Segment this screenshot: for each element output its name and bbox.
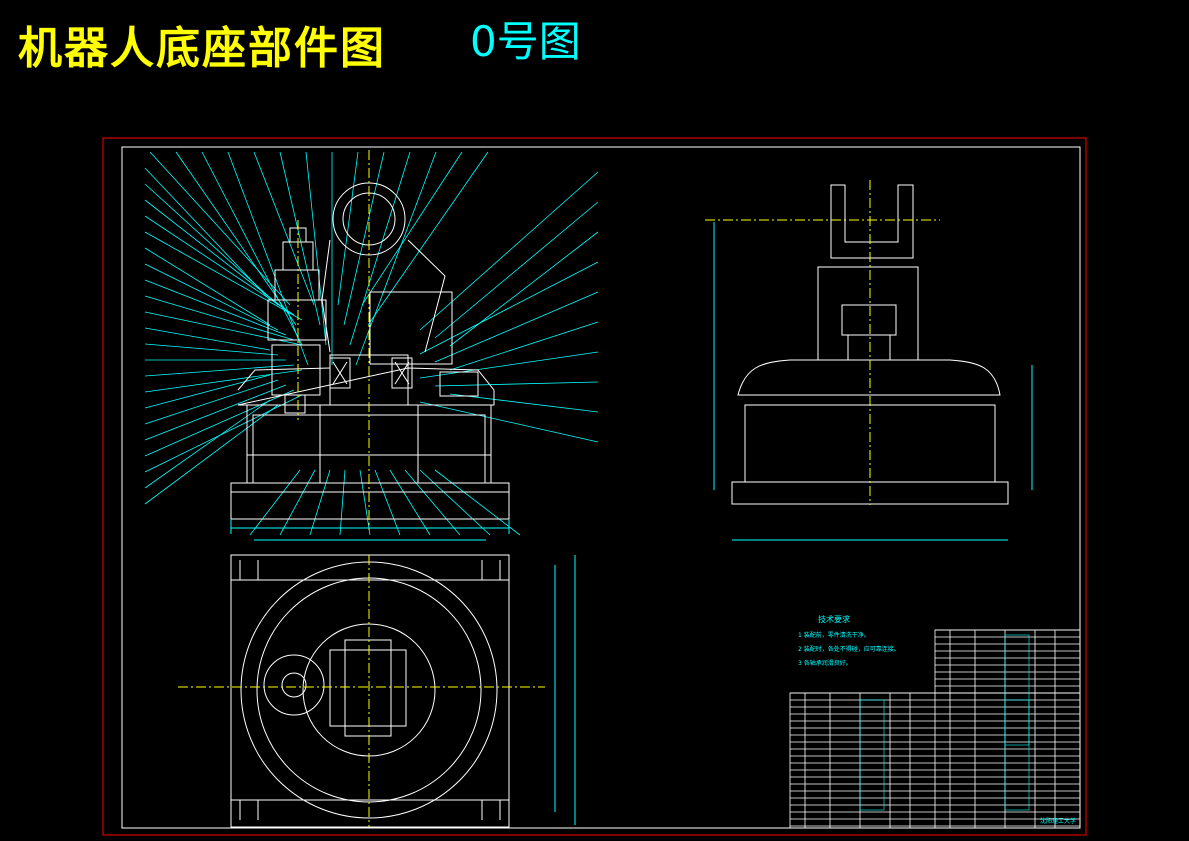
leader-line [389, 469, 431, 536]
leader-line [367, 151, 489, 326]
leader-line [404, 469, 461, 536]
leader-line [419, 401, 599, 443]
leader-line [144, 295, 295, 341]
leader-line [144, 364, 295, 377]
leader-line [144, 379, 279, 425]
leader-line [144, 183, 279, 306]
note-1: 1 装配前，零件清洗干净。 [798, 631, 870, 639]
leader-line [144, 404, 279, 505]
leader-line [227, 151, 309, 366]
note-3: 3 各轴承润滑良好。 [798, 659, 852, 667]
title-main: 机器人底座部件图 [18, 23, 386, 74]
front-section-view [144, 150, 599, 536]
leader-line [253, 151, 315, 306]
leader-line [144, 343, 279, 356]
sheet-size-label: 0号图 [470, 17, 581, 66]
note-2: 2 装配时，各处不得碰，应可靠连接。 [798, 645, 900, 653]
leader-line [343, 151, 385, 326]
notes-heading: 技术要求 [818, 614, 850, 624]
title-block: 沈阳理工大学 [789, 629, 1081, 829]
leader-line [144, 399, 271, 489]
leader-line [144, 374, 271, 409]
leader-line [419, 469, 491, 536]
leader-line [434, 469, 521, 536]
leader-line [419, 171, 599, 331]
leader-line [361, 151, 463, 306]
leader-line [434, 291, 599, 363]
leader-line [249, 469, 301, 536]
table-highlight [1004, 634, 1030, 746]
table-cell [934, 629, 1081, 694]
table-highlight [859, 699, 885, 811]
leader-line [201, 151, 303, 346]
leader-line [144, 167, 271, 301]
leader-line [279, 151, 321, 326]
leader-line [144, 327, 271, 351]
outer-frame [102, 137, 1087, 836]
leader-line [355, 151, 437, 366]
leader-line [279, 469, 316, 536]
leader-line [434, 201, 599, 339]
leader-line [449, 321, 599, 371]
side-view [705, 180, 1033, 541]
leader-line [144, 384, 287, 441]
leader-lines [144, 151, 599, 536]
leader-line [144, 263, 279, 331]
technical-notes: 技术要求 1 装配前，零件清洗干净。 2 装配时，各处不得碰，应可靠连接。 3 … [798, 614, 900, 667]
leader-line [144, 394, 303, 473]
leader-line [419, 261, 599, 355]
leader-line [337, 151, 359, 306]
leader-line [349, 151, 411, 346]
leader-line [149, 151, 291, 306]
table-highlight [1004, 699, 1030, 811]
leader-line [144, 369, 303, 393]
leader-line [419, 351, 599, 379]
leader-line [449, 393, 599, 413]
leader-line [305, 151, 327, 346]
leader-line [144, 279, 287, 336]
leader-line [144, 389, 295, 457]
leader-line [359, 469, 371, 536]
leader-line [374, 469, 401, 536]
leader-line [339, 469, 346, 536]
parts-list-grid [789, 629, 1081, 829]
inner-frame [121, 146, 1081, 829]
leader-line [144, 231, 303, 321]
leader-line [144, 215, 295, 316]
leader-line [144, 199, 287, 311]
leader-line [144, 247, 271, 326]
leader-line [175, 151, 297, 326]
leader-line [434, 381, 599, 387]
title-block-org: 沈阳理工大学 [1040, 817, 1076, 825]
leader-line [309, 469, 331, 536]
leader-line [449, 231, 599, 347]
top-view [178, 539, 576, 828]
